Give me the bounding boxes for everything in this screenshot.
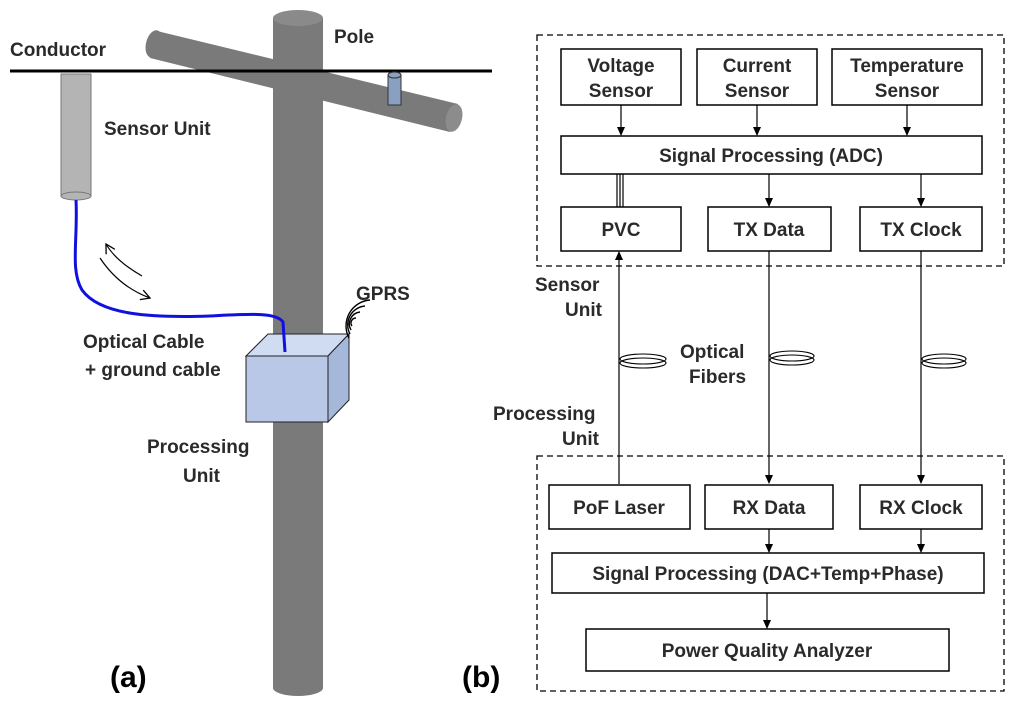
temperature-sensor-block: Temperature Sensor	[831, 48, 983, 106]
processing-unit-section-label-line2: Unit	[562, 429, 600, 450]
svg-text:Power Quality Analyzer: Power Quality Analyzer	[662, 641, 873, 662]
optical-cable	[73, 199, 287, 353]
current-sensor-block: Current Sensor	[696, 48, 818, 106]
svg-text:Sensor: Sensor	[589, 81, 654, 102]
sensor-connectors	[616, 105, 925, 207]
processing-unit-label-line2: Unit	[183, 466, 221, 487]
tx-clock-block: TX Clock	[859, 206, 983, 252]
rx-data-block: RX Data	[704, 484, 834, 530]
pole-top	[273, 10, 323, 26]
sensor-unit-section-border	[536, 34, 1005, 267]
power-quality-analyzer-block: Power Quality Analyzer	[585, 628, 950, 672]
conductor-label: Conductor	[10, 40, 107, 61]
panel-a-caption: (a)	[110, 661, 147, 694]
svg-text:Sensor: Sensor	[725, 81, 790, 102]
gprs-label: GPRS	[356, 284, 410, 305]
panel-a: Conductor Pole Sensor Unit GPRS Optical …	[10, 10, 492, 696]
voltage-sensor-block: Voltage Sensor	[560, 48, 682, 106]
svg-text:TX Clock: TX Clock	[880, 220, 962, 241]
optical-fiber-links	[615, 251, 925, 484]
tx-data-block: TX Data	[707, 206, 832, 252]
panel-b-caption: (b)	[462, 661, 500, 694]
sensor-unit-section-label-line1: Sensor	[535, 275, 600, 296]
fiber-coil-icons	[619, 350, 967, 369]
svg-text:Signal Processing (DAC+Temp+Ph: Signal Processing (DAC+Temp+Phase)	[592, 564, 943, 585]
svg-text:PVC: PVC	[601, 220, 640, 241]
svg-text:Voltage: Voltage	[587, 56, 654, 77]
sensor-unit-cylinder	[60, 73, 92, 201]
pole-bottom	[273, 680, 323, 696]
pole-label: Pole	[334, 27, 374, 48]
sensor-unit-section-label-line2: Unit	[565, 300, 603, 321]
rx-clock-block: RX Clock	[859, 484, 983, 530]
processing-unit-label-line1: Processing	[147, 437, 249, 458]
svg-text:RX Data: RX Data	[733, 498, 806, 519]
svg-text:Current: Current	[723, 56, 792, 77]
svg-text:RX Clock: RX Clock	[879, 498, 963, 519]
optical-fibers-label-line2: Fibers	[689, 367, 746, 388]
processing-connectors	[763, 529, 925, 629]
optical-cable-label-line2: + ground cable	[85, 360, 221, 381]
crossarm	[145, 30, 463, 132]
pvc-block: PVC	[560, 206, 682, 252]
signal-processing-adc-block: Signal Processing (ADC)	[560, 135, 983, 175]
cable-signal-arrow-up	[105, 242, 143, 277]
processing-unit-section-border	[536, 455, 1005, 692]
svg-text:Signal Processing (ADC): Signal Processing (ADC)	[659, 146, 883, 167]
optical-cable-label-line1: Optical Cable	[83, 332, 204, 353]
insulator	[387, 71, 402, 106]
cable-signal-arrow-down	[99, 257, 152, 301]
svg-text:PoF Laser: PoF Laser	[573, 498, 665, 519]
processing-unit-section-label-line1: Processing	[493, 404, 595, 425]
wireless-signal-icon	[345, 299, 371, 339]
pof-laser-block: PoF Laser	[548, 484, 691, 530]
svg-text:Sensor: Sensor	[875, 81, 940, 102]
panel-b: Voltage Sensor Current Sensor Temperatur…	[462, 34, 1005, 694]
processing-unit-box	[244, 332, 351, 424]
optical-fibers-label-line1: Optical	[680, 342, 744, 363]
svg-text:TX Data: TX Data	[734, 220, 805, 241]
svg-text:Temperature: Temperature	[850, 56, 964, 77]
sensor-unit-label: Sensor Unit	[104, 119, 211, 140]
signal-processing-dac-block: Signal Processing (DAC+Temp+Phase)	[551, 552, 985, 594]
